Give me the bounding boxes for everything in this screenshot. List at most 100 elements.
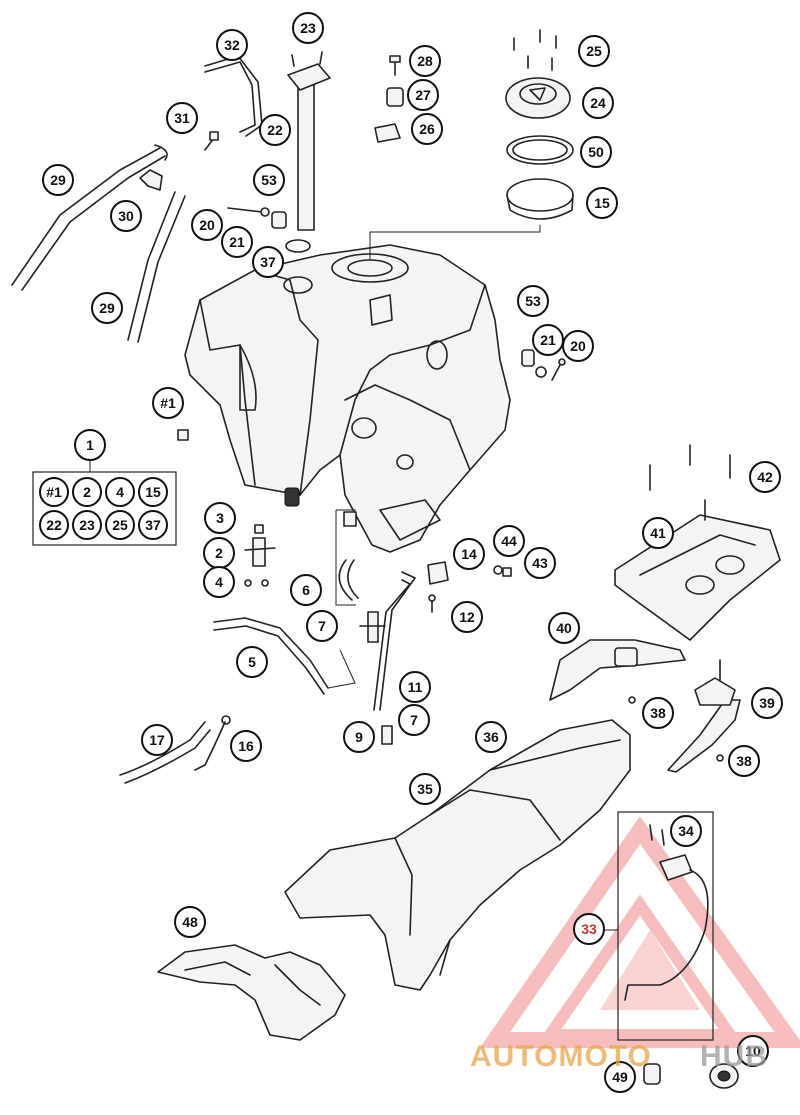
callout-14: 14 xyxy=(453,538,485,570)
kit-item-22: 22 xyxy=(39,510,69,540)
callout-circle xyxy=(453,538,485,570)
kit-6-box xyxy=(335,509,359,606)
callout-31: 31 xyxy=(166,102,198,134)
kit-item-4: 4 xyxy=(105,477,135,507)
kit-33-box xyxy=(603,811,714,1041)
screws-25 xyxy=(513,29,557,71)
callout-circle xyxy=(110,200,142,232)
callout-label: 22 xyxy=(267,122,283,138)
callout-circle xyxy=(74,429,106,461)
callout-circle xyxy=(42,164,74,196)
callout-7: 7 xyxy=(398,704,430,736)
callout-20: 20 xyxy=(562,330,594,362)
bolt-28 xyxy=(389,55,401,76)
gasket-50 xyxy=(506,135,574,165)
callout-label: 28 xyxy=(417,53,433,69)
callout-label: 30 xyxy=(118,208,134,224)
callout-label: 27 xyxy=(415,87,431,103)
callout-circle xyxy=(398,704,430,736)
callout-circle xyxy=(253,164,285,196)
line-5 xyxy=(213,617,356,695)
kit-item-label: 2 xyxy=(83,484,91,500)
callout-label: 16 xyxy=(238,738,254,754)
callout-label: 38 xyxy=(650,705,666,721)
callout-circle xyxy=(221,226,253,258)
kit-item-circle xyxy=(105,510,135,540)
washer-21-right xyxy=(535,366,547,378)
callout-label: 20 xyxy=(570,338,586,354)
watermark-logo xyxy=(479,816,800,1048)
callout-circle xyxy=(409,45,441,77)
callout-label: 32 xyxy=(224,37,240,53)
callout-circle xyxy=(737,1035,769,1067)
callout-circle xyxy=(216,29,248,61)
callout-43: 43 xyxy=(524,547,556,579)
watermark-text: AUTOMOTO HUB xyxy=(470,1040,767,1073)
callout-circle xyxy=(141,724,173,756)
callout-circle xyxy=(548,612,580,644)
callout-circle xyxy=(604,1061,636,1093)
callout-label: 53 xyxy=(525,293,541,309)
callout-circle xyxy=(343,721,375,753)
callout-50: 50 xyxy=(580,136,612,168)
kit-item-label: 22 xyxy=(46,517,62,533)
callout-circle xyxy=(230,730,262,762)
kit-item-label: #1 xyxy=(46,484,62,500)
kit-item-2: 2 xyxy=(72,477,102,507)
bolts-42 xyxy=(649,444,731,521)
bolt-12 xyxy=(428,594,436,613)
callout-30: 30 xyxy=(110,200,142,232)
kit-item-circle xyxy=(72,510,102,540)
callout-circle xyxy=(517,285,549,317)
callout-label: 43 xyxy=(532,555,548,571)
callout-1: 1 xyxy=(74,429,106,461)
callout-label: 25 xyxy=(586,43,602,59)
callout-15: 15 xyxy=(586,187,618,219)
callout-44: 44 xyxy=(493,525,525,557)
callout-label: 17 xyxy=(149,732,165,748)
callout-6: 6 xyxy=(290,574,322,606)
callout-label: 29 xyxy=(50,172,66,188)
callout-27: 27 xyxy=(407,79,439,111)
callout-25: 25 xyxy=(578,35,610,67)
callout-label: 2 xyxy=(215,545,223,561)
callout-label: 35 xyxy=(417,781,433,797)
kit-item-label: 25 xyxy=(112,517,128,533)
hose-29-upper xyxy=(11,144,168,291)
callout-label: 33 xyxy=(581,921,597,937)
callout-circle xyxy=(580,136,612,168)
callout-37: 37 xyxy=(252,246,284,278)
callout-16: 16 xyxy=(230,730,262,762)
valve-7 xyxy=(359,611,386,643)
callout-22: 22 xyxy=(259,114,291,146)
kit-item-label: 4 xyxy=(116,484,124,500)
callout-21: 21 xyxy=(532,324,564,356)
callout-circle xyxy=(493,525,525,557)
kit-item-circle xyxy=(39,477,69,507)
callout-label: 3 xyxy=(216,510,224,526)
callout-label: 15 xyxy=(594,195,610,211)
callout-label: 48 xyxy=(182,914,198,930)
screw-38-a xyxy=(628,696,636,704)
callout-label: 37 xyxy=(260,254,276,270)
grab-handle-40 xyxy=(549,639,686,701)
bushing-27 xyxy=(386,87,404,107)
callout-label: 1 xyxy=(86,437,94,453)
nut-left xyxy=(177,429,189,441)
hose-17 xyxy=(119,721,211,784)
callout-24: 24 xyxy=(582,87,614,119)
callout-21: 21 xyxy=(221,226,253,258)
callout-circle xyxy=(399,671,431,703)
callout-hash1: #1 xyxy=(152,387,184,419)
callout-label: 31 xyxy=(174,110,190,126)
callout-12: 12 xyxy=(451,601,483,633)
callout-label: 44 xyxy=(501,533,517,549)
callout-39: 39 xyxy=(751,687,783,719)
hose-32 xyxy=(204,55,263,137)
callout-circle xyxy=(292,12,324,44)
callout-10: 10 xyxy=(737,1035,769,1067)
callout-48: 48 xyxy=(174,906,206,938)
kit-item-37: 37 xyxy=(138,510,168,540)
kit-item-hash1: #1 xyxy=(39,477,69,507)
